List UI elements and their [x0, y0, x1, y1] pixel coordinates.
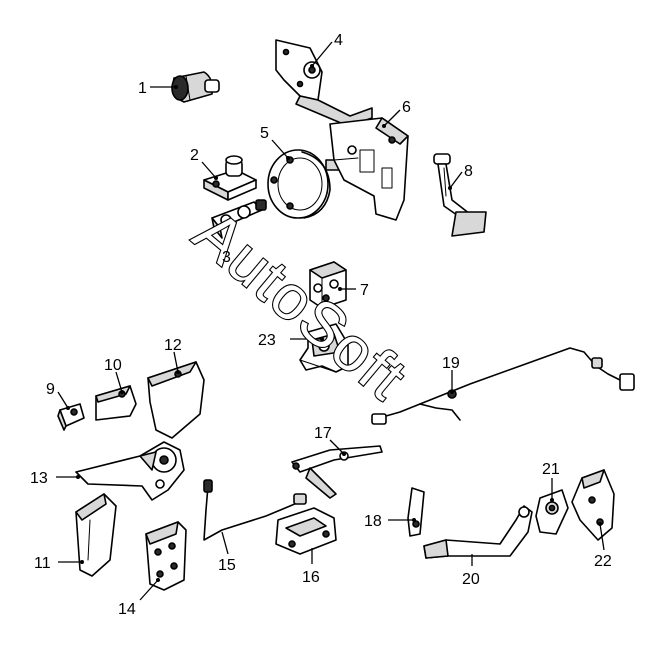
callout-labels: 1 2 3 4 5 6 7 8 9 10 11 12 13 14 15 16 1…: [30, 32, 612, 618]
callout-10: 10: [104, 357, 122, 374]
part-18-small-lever: [407, 487, 425, 537]
part-17-linkage-rod: [291, 445, 383, 499]
part-1-sensor: [171, 71, 220, 103]
callout-13: 13: [30, 470, 48, 487]
callout-7: 7: [360, 282, 369, 299]
part-6-pedal-housing: [329, 117, 409, 221]
callout-3: 3: [222, 249, 231, 266]
callout-23: 23: [258, 332, 276, 349]
part-9-pedal-stop: [57, 403, 85, 431]
callout-8: 8: [464, 163, 473, 180]
callout-11: 11: [34, 555, 51, 572]
part-12-cover-panel: [147, 361, 205, 439]
part-16-floor-bracket: [275, 507, 337, 555]
part-4-pedal-bracket: [275, 39, 373, 127]
part-8-brake-pedal: [433, 153, 487, 237]
part-21-pivot: [535, 489, 569, 535]
callout-9: 9: [46, 381, 55, 398]
callout-21: 21: [542, 461, 560, 478]
part-22-plate-bracket: [571, 469, 615, 541]
part-11-side-panel: [75, 493, 117, 577]
callout-22: 22: [594, 553, 612, 570]
callout-14: 14: [118, 601, 136, 618]
part-20-clutch-pedal: [423, 505, 533, 559]
callout-4: 4: [334, 32, 343, 49]
part-2-reservoir: [203, 155, 257, 201]
callout-20: 20: [462, 571, 480, 588]
part-10-trim-panel: [95, 385, 137, 421]
watermark-text: AutoSoft: [181, 198, 420, 414]
callout-18: 18: [364, 513, 382, 530]
callout-19: 19: [442, 355, 460, 372]
part-3-master-cylinder: [211, 199, 267, 239]
part-13-clutch-bracket: [75, 441, 185, 501]
part-14-mounting-bracket: [145, 521, 187, 591]
callout-6: 6: [402, 99, 411, 116]
callout-5: 5: [260, 125, 269, 142]
callout-16: 16: [302, 569, 320, 586]
callout-2: 2: [190, 147, 199, 164]
part-15-release-cable: [203, 479, 307, 541]
leader-lines: [56, 41, 605, 601]
callout-17: 17: [314, 425, 332, 442]
callout-1: 1: [138, 80, 147, 97]
part-7-abs-unit: [309, 261, 347, 309]
callout-15: 15: [218, 557, 236, 574]
callout-12: 12: [164, 337, 182, 354]
